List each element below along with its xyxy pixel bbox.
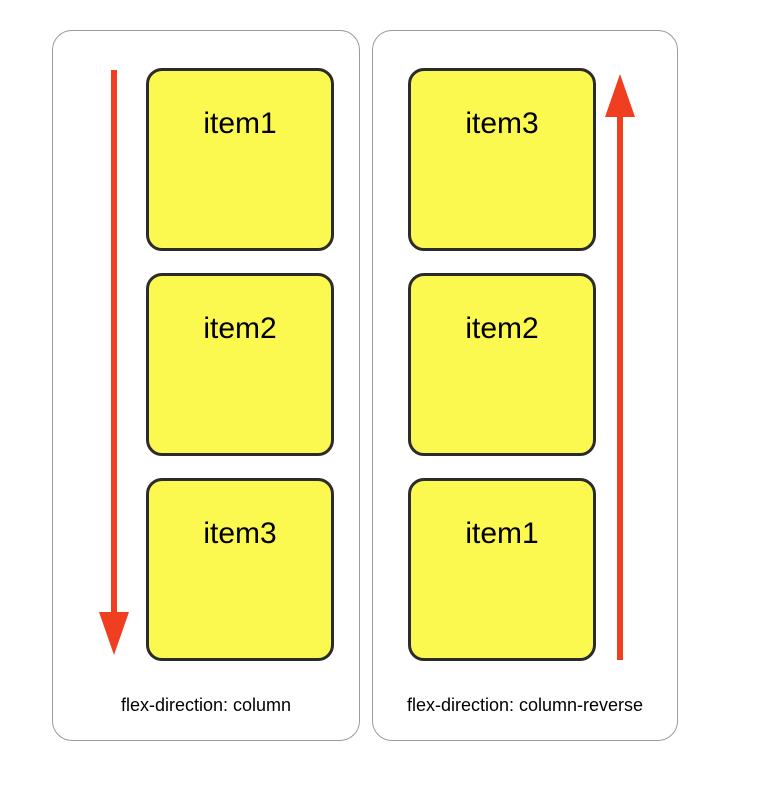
item-box-label: item1 <box>465 517 539 550</box>
item-box: item2 <box>146 273 334 456</box>
item-box: item1 <box>408 478 596 661</box>
item-box: item2 <box>408 273 596 456</box>
item-box: item3 <box>146 478 334 661</box>
item-box-label: item2 <box>465 312 539 345</box>
panel-caption-column: flex-direction: column <box>120 695 292 715</box>
panel-caption-column-reverse: flex-direction: column-reverse <box>406 695 644 715</box>
item-box-label: item1 <box>203 107 277 140</box>
item-box-label: item2 <box>203 312 277 345</box>
item-box: item1 <box>146 68 334 251</box>
item-box-label: item3 <box>465 107 539 140</box>
item-box-label: item3 <box>203 517 277 550</box>
item-box: item3 <box>408 68 596 251</box>
